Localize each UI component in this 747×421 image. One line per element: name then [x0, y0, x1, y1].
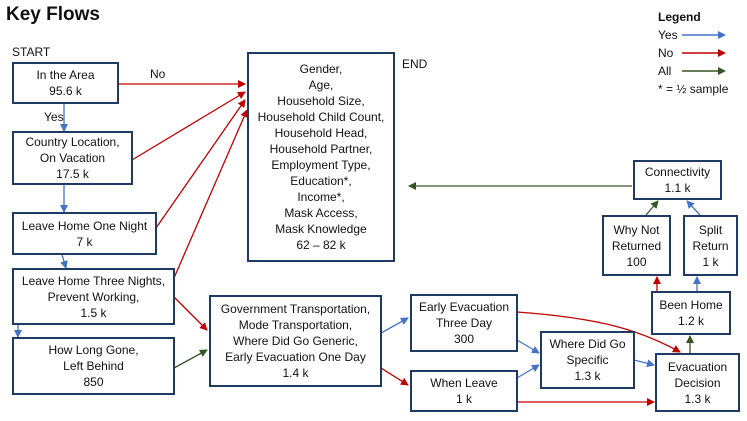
- legend-arrow-all: [682, 67, 726, 75]
- arrow-country-to-demographics: [131, 91, 246, 161]
- arrow-where-specific-to-decision: [633, 359, 655, 368]
- legend-title: Legend: [658, 10, 701, 24]
- arrow-three-nights-to-demographics: [173, 109, 248, 279]
- end-label: END: [402, 57, 428, 71]
- arrow-one-night-to-demographics: [155, 99, 246, 229]
- arrow-early-three-to-decision: [516, 311, 681, 353]
- arrow-when-leave-to-where-specific: [516, 364, 540, 379]
- legend-arrow-no: [682, 49, 726, 57]
- arrow-gov-to-early-three: [380, 317, 409, 334]
- arrow-early-three-to-where-specific: [516, 339, 540, 354]
- legend: Legend Yes No All * = ½ sample: [658, 8, 728, 98]
- legend-item-yes: Yes: [658, 26, 728, 44]
- page-title: Key Flows: [6, 4, 100, 25]
- legend-item-all: All: [658, 62, 728, 80]
- legend-item-no: No: [658, 44, 728, 62]
- legend-label-all: All: [658, 64, 672, 78]
- start-label: START: [12, 45, 51, 59]
- arrow-gov-to-when-leave: [380, 367, 409, 386]
- arrow-why-not-to-connectivity: [645, 200, 659, 216]
- arrow-three-nights-to-gov: [173, 296, 208, 331]
- legend-arrow-yes: [682, 31, 726, 39]
- box-leave-three-nights: Leave Home Three Nights,Prevent Working,…: [12, 268, 175, 325]
- edge-label-yes: Yes: [44, 110, 64, 124]
- arrow-how-long-to-gov: [173, 349, 208, 369]
- arrow-one-night-to-three-nights: [60, 254, 68, 269]
- edge-label-no: No: [150, 67, 166, 81]
- legend-label-yes: Yes: [658, 28, 678, 42]
- legend-note: * = ½ sample: [658, 82, 729, 96]
- box-demographics: Gender, Age, Household Size, Household C…: [247, 52, 395, 262]
- box-government-transportation: Government Transportation, Mode Transpor…: [209, 295, 382, 387]
- arrow-split-to-connectivity: [686, 200, 701, 216]
- legend-label-no: No: [658, 46, 674, 60]
